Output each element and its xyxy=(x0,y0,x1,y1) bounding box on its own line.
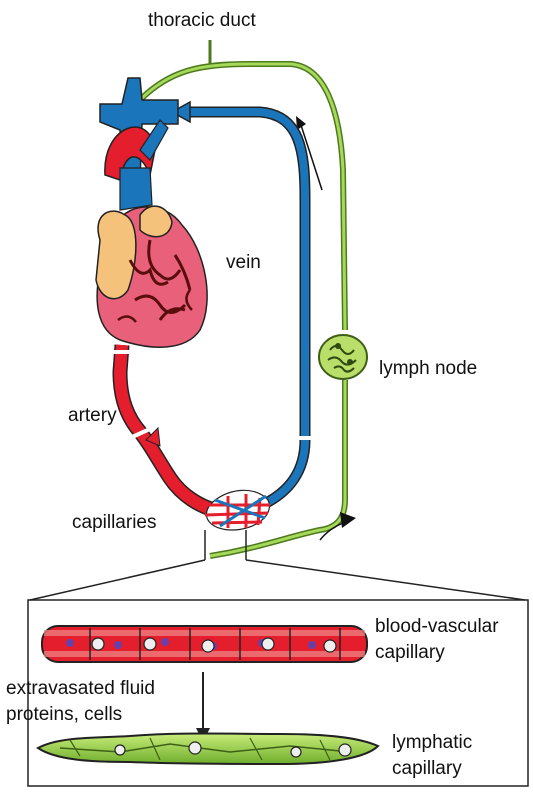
extravasated-label-line1: extravasated fluid xyxy=(6,678,155,700)
capillary-bed xyxy=(205,490,270,530)
lymphatic-capillary-label-line1: lymphatic xyxy=(392,732,472,754)
blood-vascular-capillary-label-line1: blood-vascular xyxy=(375,616,499,638)
capillaries-label: capillaries xyxy=(72,512,156,534)
blood-vascular-capillary-tube xyxy=(42,626,367,662)
extravasated-label-line2: proteins, cells xyxy=(6,704,122,726)
blood-vascular-capillary-label-line2: capillary xyxy=(375,642,445,664)
heart xyxy=(96,206,207,347)
lymphatic-capillary-label-line2: capillary xyxy=(392,758,462,780)
lymphatic-capillary-tube xyxy=(38,734,378,765)
vein-label: vein xyxy=(226,252,261,274)
lymph-node-label: lymph node xyxy=(379,358,477,380)
thoracic-duct-label: thoracic duct xyxy=(148,10,256,32)
extravasation-arrow xyxy=(196,672,210,742)
artery-label: artery xyxy=(68,405,117,427)
right-atrium xyxy=(96,211,136,299)
artery-vessel xyxy=(110,345,214,510)
lymph-node xyxy=(319,335,367,379)
left-atrium xyxy=(140,206,172,237)
